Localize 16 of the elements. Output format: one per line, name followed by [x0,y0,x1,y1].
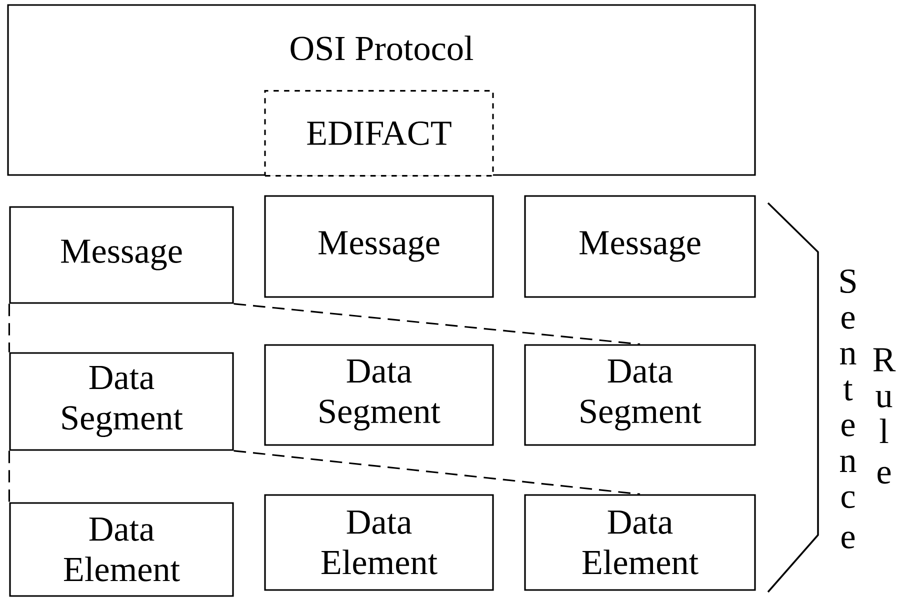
standard-box: EDIFACT [264,90,494,177]
box: Data Element [524,494,756,591]
box: Message [524,195,756,298]
connector [8,304,10,352]
box: Message [9,206,234,304]
box: Data Element [9,502,234,597]
box: Message [264,195,494,298]
box: Data Segment [524,344,756,446]
connector [234,303,640,345]
box: Data Segment [9,352,234,451]
connector [234,450,640,495]
connector [8,450,10,502]
box: Data Element [264,494,494,591]
vertical-label: Rule [873,348,896,484]
vertical-label: Sentence [840,269,856,549]
box: Data Segment [264,344,494,446]
